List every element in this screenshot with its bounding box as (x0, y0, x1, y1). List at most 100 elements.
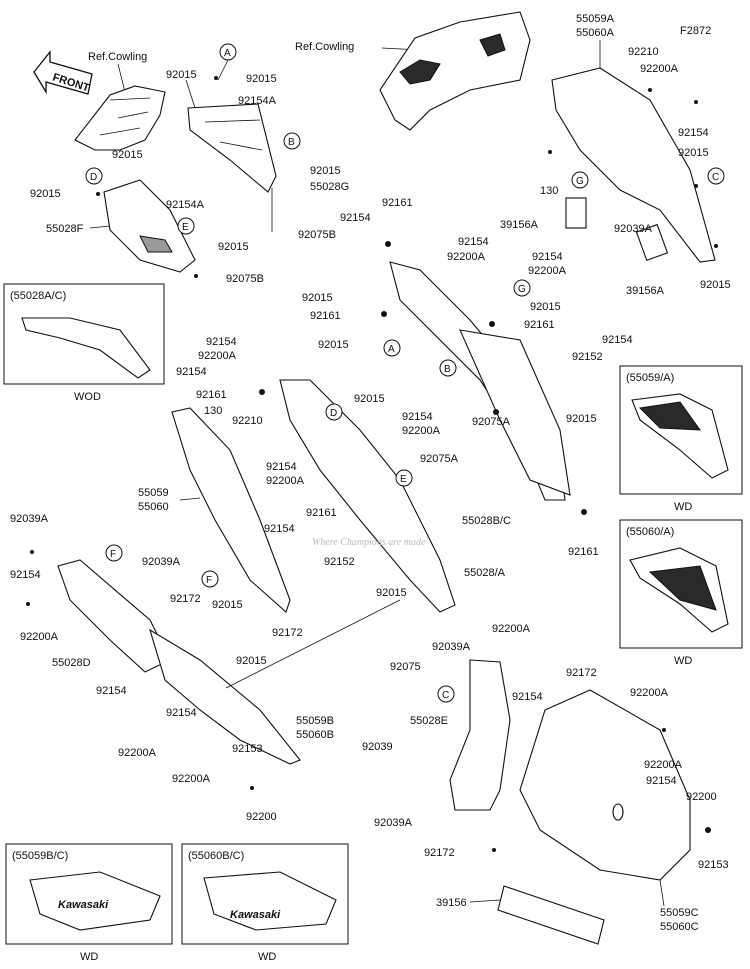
inset-note: WD (674, 501, 692, 513)
label-92153: 92153 (698, 859, 729, 871)
label-55059b: 55059B (296, 715, 334, 727)
label-92152: 92152 (324, 556, 355, 568)
part-55059a (551, 67, 716, 263)
label-55060a: 55060A (576, 27, 615, 39)
label-92154: 92154 (206, 336, 237, 348)
label-130: 130 (204, 405, 222, 417)
label-55028d: 55028D (52, 657, 91, 669)
marker-g-1: G (576, 176, 584, 187)
marker-a-2: A (388, 344, 395, 355)
ref-cowling-top: Ref.Cowling (295, 41, 354, 53)
label-55028bc: 55028B/C (462, 515, 511, 527)
part-55059c (519, 689, 691, 881)
label-92015: 92015 (700, 279, 731, 291)
label-92154: 92154 (646, 775, 677, 787)
label-92200a: 92200A (644, 759, 683, 771)
marker-b-2: B (444, 364, 451, 375)
label-92154: 92154 (602, 334, 633, 346)
label-92161: 92161 (524, 319, 555, 331)
label-92015: 92015 (246, 73, 277, 85)
label-92200a: 92200A (266, 475, 305, 487)
label-55059: 55059 (138, 487, 169, 499)
label-92154a: 92154A (166, 199, 205, 211)
label-92015: 92015 (310, 165, 341, 177)
label-92200: 92200 (246, 811, 277, 823)
label-92200a: 92200A (402, 425, 441, 437)
label-55028a: 55028/A (464, 567, 506, 579)
label-39156: 39156 (436, 897, 467, 909)
label-55028e: 55028E (410, 715, 448, 727)
marker-d-2: D (330, 408, 337, 419)
label-92154: 92154 (340, 212, 371, 224)
label-92154: 92154 (532, 251, 563, 263)
part-39156a-2 (635, 223, 669, 262)
label-92154: 92154 (264, 523, 295, 535)
label-92200a: 92200A (630, 687, 669, 699)
part-55028g (187, 103, 277, 193)
label-55060c: 55060C (660, 921, 699, 933)
inset-title: (55059B/C) (12, 850, 68, 862)
label-92200a: 92200A (198, 350, 237, 362)
part-55028f (103, 179, 196, 273)
label-92154: 92154 (458, 236, 489, 248)
label-92075a: 92075A (472, 416, 511, 428)
label-92075b: 92075B (298, 229, 336, 241)
ref-cowling-left: Ref.Cowling (88, 51, 147, 63)
label-92039a: 92039A (10, 513, 49, 525)
marker-f-2: F (110, 549, 116, 560)
label-92161: 92161 (310, 310, 341, 322)
inset-55060bc: (55060B/C) Kawasaki WD (181, 843, 349, 963)
label-92172: 92172 (566, 667, 597, 679)
label-92039: 92039 (362, 741, 393, 753)
inset-55059a: (55059/A) WD (619, 365, 743, 513)
label-92200a: 92200A (528, 265, 567, 277)
label-130: 130 (540, 185, 558, 197)
label-55059a: 55059A (576, 13, 615, 25)
label-92172: 92172 (170, 593, 201, 605)
label-92015: 92015 (302, 292, 333, 304)
label-92161: 92161 (196, 389, 227, 401)
inset-note: WD (80, 951, 98, 963)
label-92161: 92161 (306, 507, 337, 519)
label-92015: 92015 (678, 147, 709, 159)
marker-c-2: C (442, 690, 449, 701)
label-92154: 92154 (402, 411, 433, 423)
label-92015: 92015 (530, 301, 561, 313)
label-55060: 55060 (138, 501, 169, 513)
inset-55060a: (55060/A) WD (619, 519, 743, 667)
label-92015: 92015 (30, 188, 61, 200)
figure-code: F2872 (680, 25, 711, 37)
part-55059b (149, 628, 301, 765)
label-92015: 92015 (566, 413, 597, 425)
label-92015: 92015 (212, 599, 243, 611)
part-55028e (449, 659, 511, 811)
label-92200a: 92200A (172, 773, 211, 785)
marker-c-1: C (712, 172, 719, 183)
label-92172: 92172 (424, 847, 455, 859)
label-92039a: 92039A (432, 641, 471, 653)
label-92154: 92154 (512, 691, 543, 703)
inset-title: (55060/A) (626, 526, 674, 538)
label-92154: 92154 (266, 461, 297, 473)
label-92154: 92154 (10, 569, 41, 581)
label-92200a: 92200A (492, 623, 531, 635)
label-92075b: 92075B (226, 273, 264, 285)
label-92015: 92015 (218, 241, 249, 253)
part-55059 (171, 407, 291, 613)
label-92153: 92153 (232, 743, 263, 755)
inset-note: WD (258, 951, 276, 963)
inset-title: (55059/A) (626, 372, 674, 384)
inset-note: WOD (74, 391, 101, 403)
kawasaki-logo: Kawasaki (58, 899, 109, 911)
label-92154: 92154 (96, 685, 127, 697)
label-39156a: 39156A (500, 219, 539, 231)
label-92154: 92154 (176, 366, 207, 378)
label-92015: 92015 (236, 655, 267, 667)
label-92200: 92200 (686, 791, 717, 803)
label-92015: 92015 (318, 339, 349, 351)
label-92015: 92015 (376, 587, 407, 599)
marker-g-2: G (518, 284, 526, 295)
label-39156a: 39156A (626, 285, 665, 297)
part-39156 (497, 885, 605, 945)
